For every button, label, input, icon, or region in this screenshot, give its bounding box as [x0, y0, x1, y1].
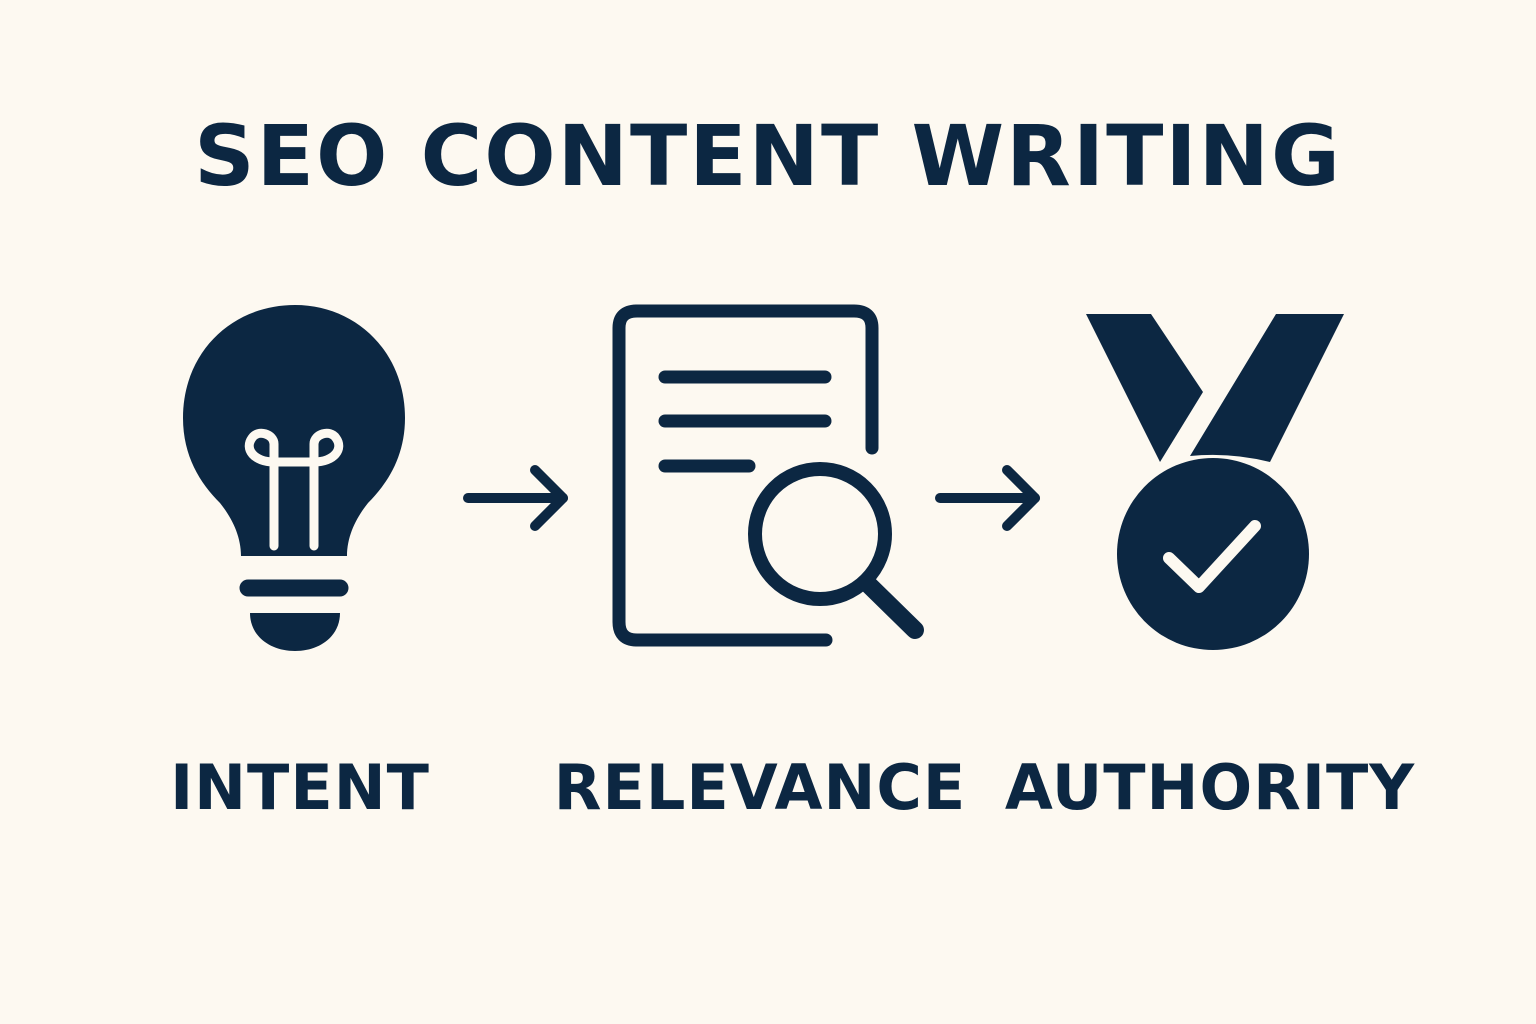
medal-check-icon	[1086, 314, 1344, 650]
document-search-icon	[612, 304, 924, 647]
arrow-right-icon	[463, 465, 568, 531]
step-label-authority: AUTHORITY	[1004, 751, 1416, 824]
step-label-relevance: RELEVANCE	[553, 751, 967, 824]
lightbulb-icon	[183, 305, 405, 651]
arrow-right-icon	[935, 465, 1040, 531]
diagram-title: SEO CONTENT WRITING	[194, 107, 1342, 205]
step-label-intent: INTENT	[170, 751, 430, 824]
